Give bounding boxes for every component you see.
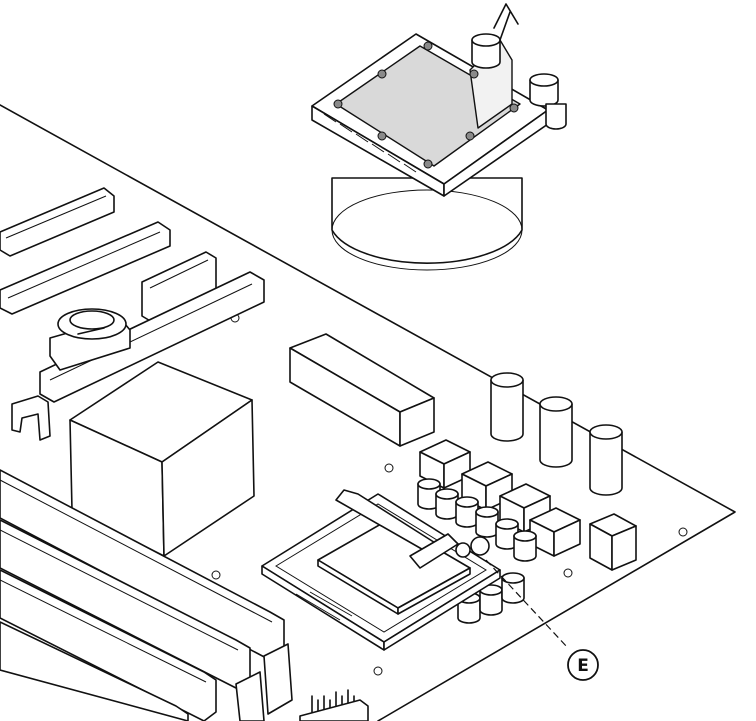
capacitor xyxy=(589,424,623,496)
screw xyxy=(465,131,475,141)
dimm-slot xyxy=(0,569,217,721)
screw xyxy=(469,69,479,79)
cmos-battery xyxy=(49,308,131,371)
capacitors-tall xyxy=(490,372,623,496)
chipset-heatsink xyxy=(69,361,255,557)
screw xyxy=(509,103,519,113)
callout-circle xyxy=(567,649,599,681)
capacitor xyxy=(495,518,519,550)
memory-slots xyxy=(0,469,293,721)
capacitor xyxy=(490,372,524,442)
peel-arrow xyxy=(493,3,519,41)
pcie-slot xyxy=(0,187,115,257)
screw xyxy=(423,159,433,169)
pcie-slot xyxy=(0,221,171,315)
dimm-latch xyxy=(263,643,293,715)
capacitor xyxy=(539,396,573,468)
choke xyxy=(589,513,637,571)
pin-header xyxy=(299,689,369,721)
capacitors-small xyxy=(417,478,537,624)
callout-label: E xyxy=(577,656,589,676)
dimm-slot xyxy=(0,519,265,721)
slot-latch xyxy=(11,395,51,441)
screw xyxy=(377,131,387,141)
thermal-compound xyxy=(470,536,490,556)
socket-lever-clip xyxy=(409,533,459,569)
cpu-socket xyxy=(261,489,501,651)
tube-fitting xyxy=(471,33,567,130)
callout-leader-line xyxy=(485,559,569,649)
mounting-hole xyxy=(563,568,573,578)
capacitor xyxy=(475,506,499,538)
capacitor xyxy=(455,496,479,528)
callout-e: E xyxy=(485,559,599,681)
capacitor xyxy=(501,572,525,604)
mounting-hole xyxy=(678,527,688,537)
screw xyxy=(423,41,433,51)
pcie-x16-slot xyxy=(11,271,265,441)
capacitor xyxy=(479,584,503,616)
capacitor xyxy=(513,530,537,562)
screw xyxy=(333,99,343,109)
dimm-latch xyxy=(235,671,265,721)
mounting-hole xyxy=(373,666,383,676)
dimm-slot xyxy=(0,621,189,721)
socket-lever xyxy=(335,489,441,557)
ic-block xyxy=(289,333,435,447)
mounting-hole xyxy=(384,463,394,473)
cooler-pump xyxy=(311,3,567,271)
expansion-slots xyxy=(0,187,265,441)
capacitor xyxy=(435,488,459,520)
mounting-hole xyxy=(211,570,221,580)
screw xyxy=(377,69,387,79)
dimm-slot xyxy=(0,469,293,715)
